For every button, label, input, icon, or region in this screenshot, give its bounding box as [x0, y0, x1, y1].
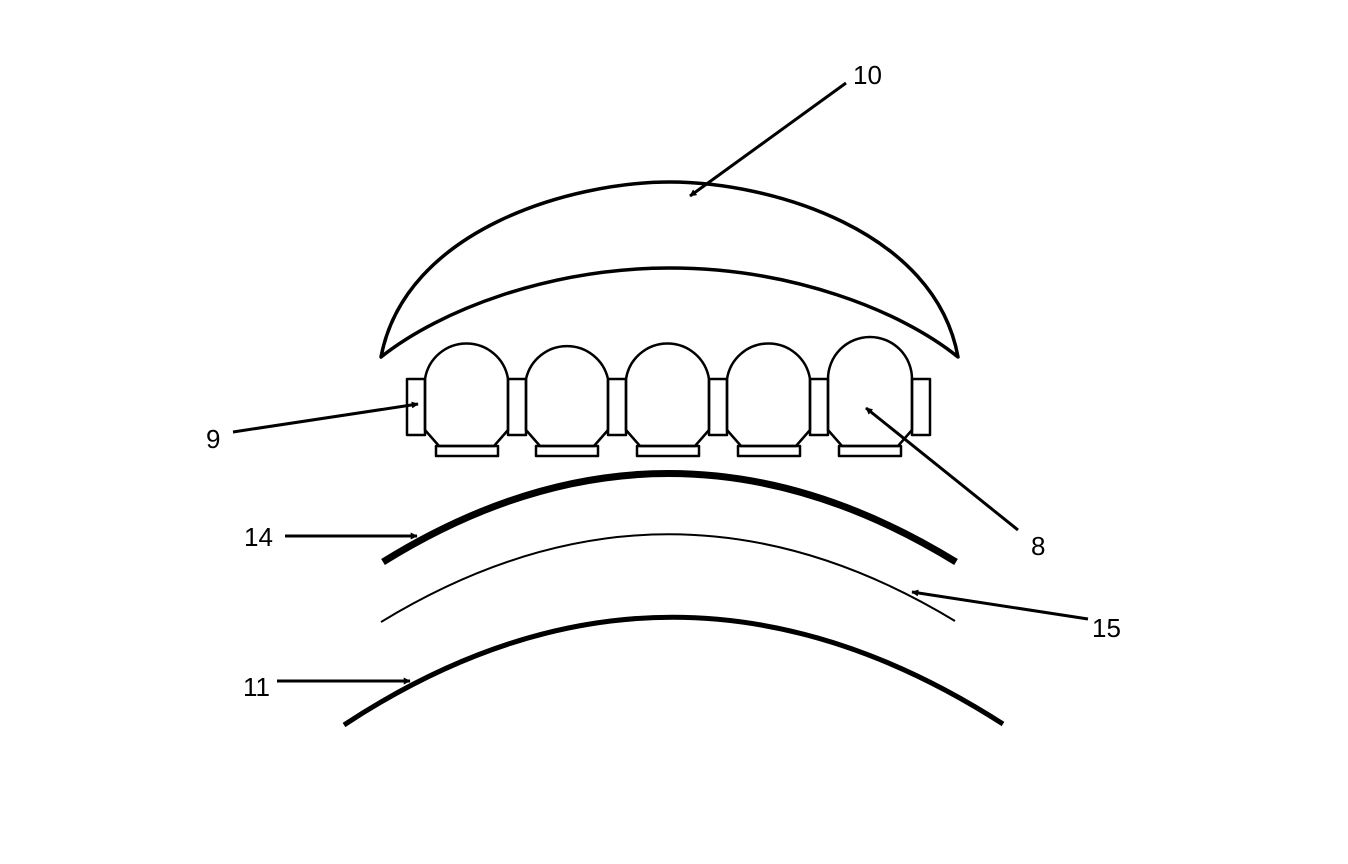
- cell: [826, 335, 914, 458]
- middle-curved-layer: [380, 533, 956, 623]
- label-14: 14: [244, 522, 273, 552]
- leader-arrow-15: [911, 589, 1089, 621]
- cell-connector: [606, 377, 628, 437]
- cell-connector: [506, 377, 528, 437]
- leader-arrow-10: [689, 81, 847, 198]
- cell: [524, 344, 610, 458]
- lower-curved-layer: [342, 614, 1005, 728]
- cell-array: [405, 335, 932, 458]
- label-9: 9: [206, 424, 220, 454]
- label-8: 8: [1031, 531, 1045, 561]
- upper-curved-layer: [381, 470, 958, 565]
- cell-connector: [808, 377, 830, 437]
- label-11: 11: [243, 672, 270, 702]
- label-15: 15: [1092, 613, 1121, 643]
- label-10: 10: [853, 60, 882, 90]
- meniscus-lens: [379, 180, 960, 359]
- cell: [624, 342, 711, 458]
- cell: [725, 342, 812, 458]
- cell-connector: [707, 377, 729, 437]
- leader-arrow-8: [865, 406, 1019, 532]
- end-bracket-left: [405, 377, 427, 437]
- cell: [423, 342, 510, 458]
- leader-arrow-9: [232, 401, 419, 434]
- end-bracket-right: [910, 377, 932, 437]
